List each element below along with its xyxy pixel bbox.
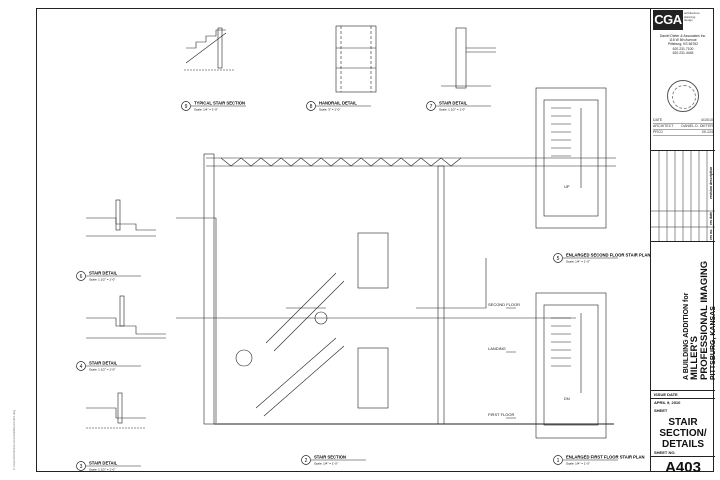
architect-seal	[667, 80, 699, 112]
detail-title: STAIR DETAIL	[89, 361, 118, 366]
first-floor-plan-drawing	[535, 292, 607, 439]
file-path-note: C:\Users\Public\Documents\Millers\A403.d…	[12, 409, 16, 470]
detail-callout-5: 5 ENLARGED SECOND FLOOR STAIR PLAN Scale: …	[553, 253, 650, 264]
detail-title: ENLARGED FIRST FLOOR STAIR PLAN	[566, 455, 645, 460]
detail-callout-9: 9 TYPICAL STAIR SECTION Scale: 1/4" = 1'-0…	[181, 101, 246, 112]
detail-title: STAIR DETAIL	[89, 461, 118, 466]
detail-callout-6: 6 STAIR DETAIL Scale: 1 1/2" = 1'-0"	[76, 271, 141, 282]
detail-bubble	[76, 461, 86, 471]
detail-callout-1: 1 ENLARGED FIRST FLOOR STAIR PLAN Scale: 1…	[553, 455, 645, 466]
detail-scale: Scale: 1 1/2" = 1'-0"	[439, 108, 465, 112]
detail-number: 2	[305, 458, 308, 464]
sheet-border	[36, 8, 714, 472]
issue-date-label: ISSUE DATE	[651, 392, 715, 399]
plan-down-label: DN	[564, 396, 570, 401]
detail-scale: Scale: 1/4" = 1'-0"	[194, 108, 218, 112]
rev-date-label: rev date	[709, 211, 713, 225]
first-floor-label: FIRST FLOOR	[488, 412, 514, 417]
detail-number: 8	[310, 104, 313, 110]
drawing-area: 9 TYPICAL STAIR SECTION Scale: 1/4" = 1'-0…	[76, 25, 650, 472]
revision-description-label: revision description	[709, 166, 713, 199]
rev-no-label: rev no.	[709, 228, 713, 240]
detail-number: 6	[80, 274, 83, 280]
second-floor-plan-drawing	[535, 87, 607, 229]
revision-table: revision description rev date rev no.	[651, 150, 715, 242]
detail-callout-2: 2 STAIR SECTION Scale: 1/4" = 1'-0"	[301, 455, 366, 466]
detail-scale: Scale: 1/4" = 1'-0"	[314, 462, 338, 466]
detail-title: STAIR DETAIL	[439, 101, 468, 106]
detail-bubble	[426, 101, 436, 111]
second-floor-label: SECOND FLOOR	[488, 302, 520, 307]
detail-callout-7: 7 STAIR DETAIL Scale: 1 1/2" = 1'-0"	[426, 101, 491, 112]
detail-bubble	[301, 455, 311, 465]
plan-up-label: UP	[564, 184, 570, 189]
detail-scale: Scale: 1/4" = 1'-0"	[566, 462, 590, 466]
sheet-number-label: SHEET NO.	[654, 450, 676, 455]
detail-6-drawing	[86, 199, 156, 237]
firm-logo: CGA	[653, 10, 683, 30]
detail-bubble	[76, 271, 86, 281]
firm-address: Daniel Dieter & Associates Inc. 116 W 8t…	[659, 34, 707, 55]
title-block: CGA architecture planning design Daniel …	[650, 8, 717, 476]
detail-callout-8: 8 HANDRAIL DETAIL Scale: 3" = 1'-0"	[306, 101, 371, 112]
detail-number: 5	[557, 256, 560, 262]
project-location: PITTSBURG, KANSAS	[710, 306, 717, 380]
project-title: A BUILDING ADDITION for MILLER'S PROFESS…	[651, 240, 717, 391]
issue-date-block: ISSUE DATE	[651, 392, 715, 399]
detail-scale: Scale: 1/4" = 1'-0"	[566, 260, 590, 264]
sheet-label: SHEET	[654, 408, 668, 413]
detail-title: ENLARGED SECOND FLOOR STAIR PLAN	[566, 253, 650, 258]
issue-date-value: APRIL 9, 2010	[654, 400, 681, 405]
detail-callout-3: 3 STAIR DETAIL Scale: 1 1/2" = 1'-0"	[76, 461, 141, 472]
detail-title: STAIR SECTION	[314, 455, 346, 460]
detail-scale: Scale: 1 1/2" = 1'-0"	[89, 468, 115, 472]
detail-7-drawing	[441, 27, 496, 89]
detail-number: 7	[430, 104, 433, 110]
detail-scale: Scale: 1 1/2" = 1'-0"	[89, 278, 115, 282]
detail-number: 3	[80, 464, 83, 470]
detail-title: STAIR DETAIL	[89, 271, 118, 276]
detail-scale: Scale: 1 1/2" = 1'-0"	[89, 368, 115, 372]
detail-bubble	[553, 253, 563, 263]
detail-bubble	[76, 361, 86, 371]
stair-section-drawing	[176, 153, 616, 425]
detail-9-drawing	[184, 27, 234, 71]
logo-subtitle: architecture planning design	[684, 11, 700, 23]
sheet-number: A403	[651, 456, 715, 479]
detail-8-drawing	[335, 25, 377, 93]
detail-number: 9	[185, 104, 188, 110]
detail-title: TYPICAL STAIR SECTION	[194, 101, 245, 106]
detail-bubble	[306, 101, 316, 111]
detail-number: 1	[557, 458, 560, 464]
project-name-2: PROFESSIONAL IMAGING	[699, 260, 710, 380]
detail-3-drawing	[86, 392, 146, 429]
detail-number: 4	[80, 364, 83, 370]
detail-bubble	[553, 455, 563, 465]
detail-bubble	[181, 101, 191, 111]
detail-scale: Scale: 3" = 1'-0"	[319, 108, 340, 112]
landing-label: LANDING	[488, 346, 506, 351]
detail-callout-4: 4 STAIR DETAIL Scale: 1 1/2" = 1'-0"	[76, 361, 141, 372]
detail-4-drawing	[86, 295, 166, 339]
detail-title: HANDRAIL DETAIL	[319, 101, 357, 106]
sheet-title: STAIR SECTION/ DETAILS	[659, 417, 707, 450]
